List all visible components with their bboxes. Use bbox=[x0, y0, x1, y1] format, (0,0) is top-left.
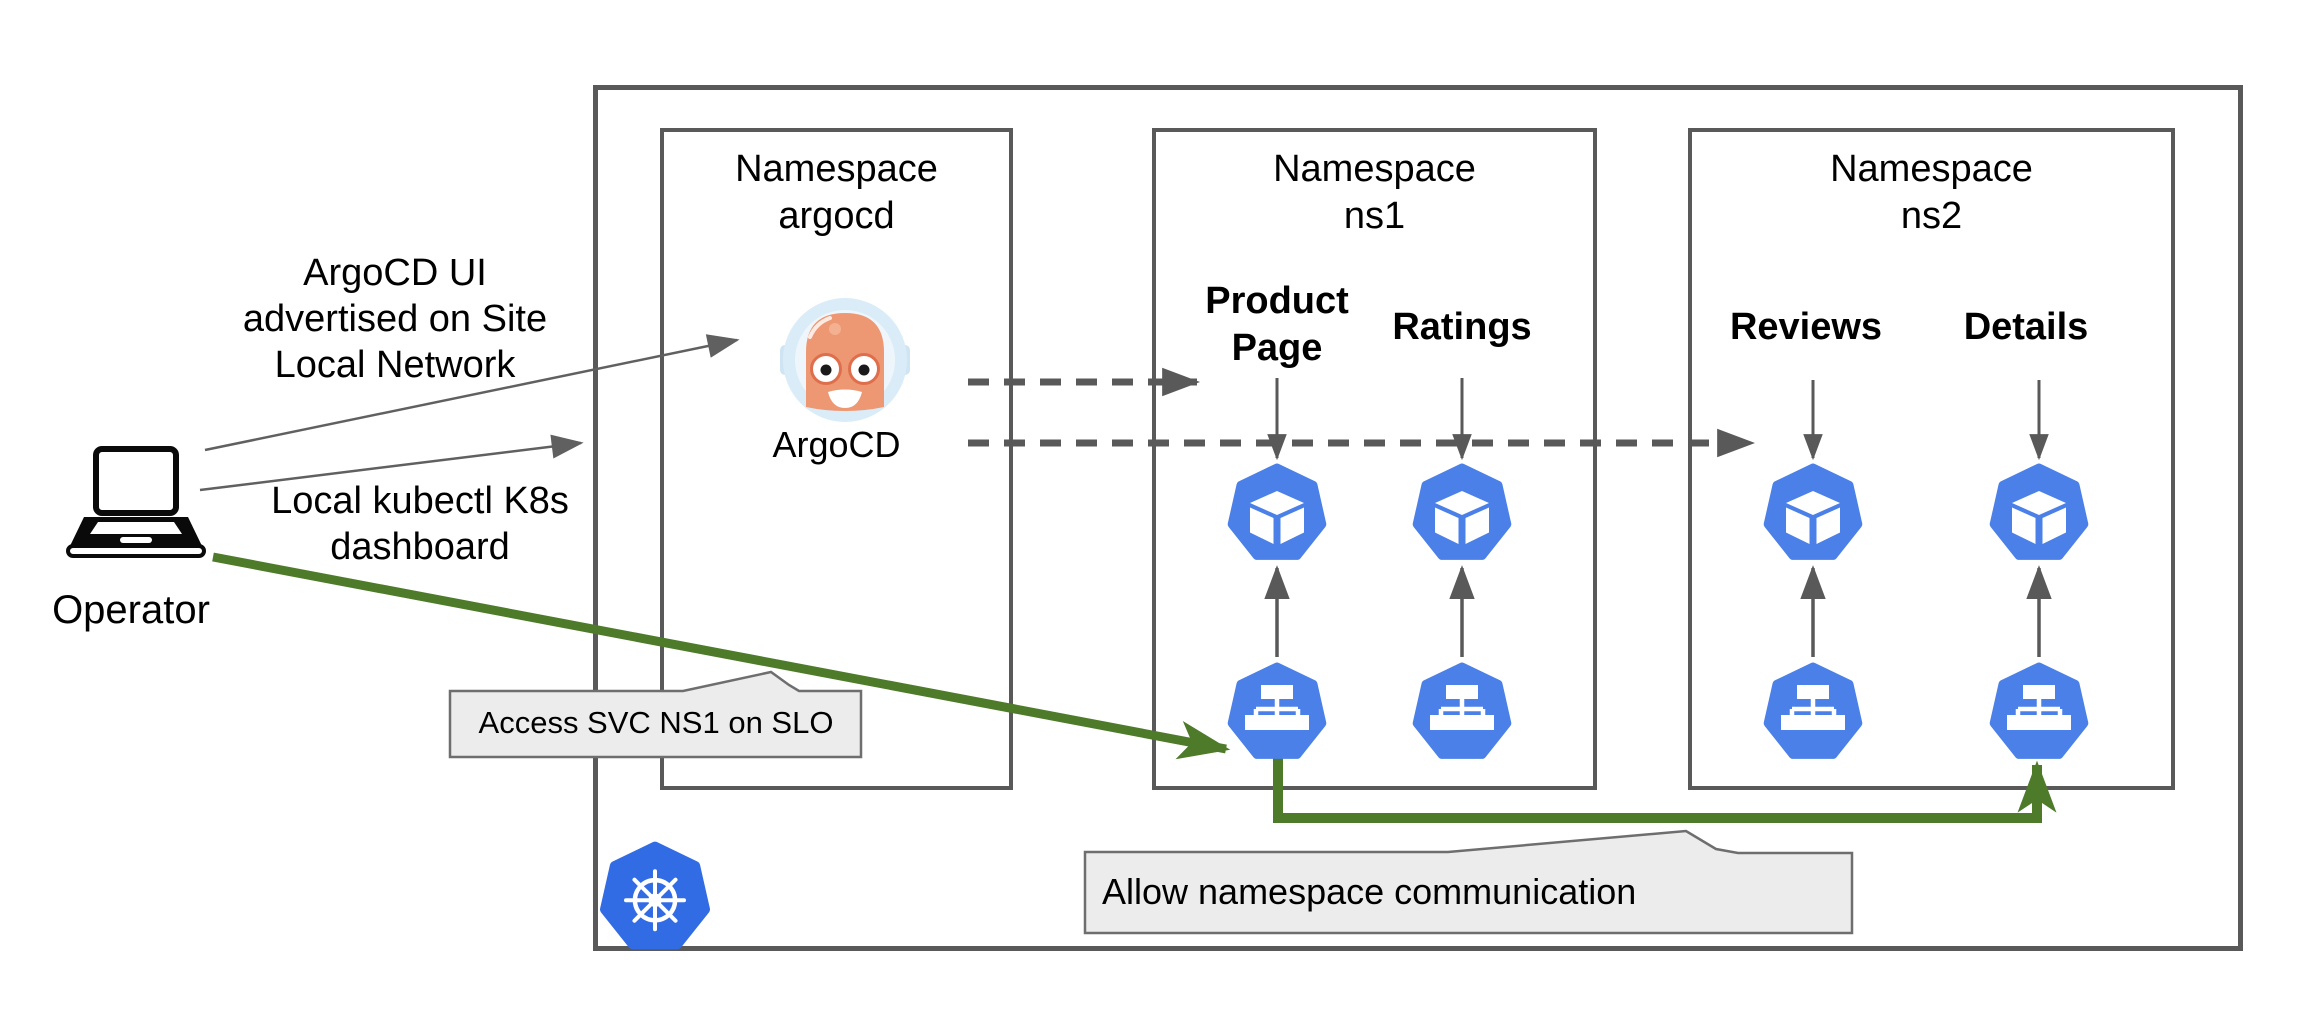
namespace-heading: Namespace bbox=[1830, 148, 2033, 190]
namespace-box-ns1: Namespace ns1 bbox=[1152, 128, 1597, 790]
namespace-title-ns1: Namespace ns1 bbox=[1156, 146, 1593, 240]
pod-icon-details bbox=[1987, 462, 2091, 571]
workload-label-reviews: Reviews bbox=[1729, 306, 1883, 348]
namespace-title-ns2: Namespace ns2 bbox=[1692, 146, 2171, 240]
service-icon-product-page bbox=[1225, 661, 1329, 770]
pod-icon-product-page bbox=[1225, 462, 1329, 571]
pod-icon-ratings bbox=[1410, 462, 1514, 571]
namespace-heading: Namespace bbox=[735, 148, 938, 190]
annotation-argocd-ui: ArgoCD UI advertised on Site Local Netwo… bbox=[242, 252, 548, 386]
laptop-icon bbox=[66, 443, 206, 578]
namespace-name: ns2 bbox=[1900, 195, 1963, 237]
service-icon-ratings bbox=[1410, 661, 1514, 770]
pod-icon-reviews bbox=[1761, 462, 1865, 571]
namespace-name: ns1 bbox=[1343, 195, 1406, 237]
argocd-mascot-icon bbox=[780, 297, 910, 427]
service-icon-details bbox=[1987, 661, 2091, 770]
namespace-heading: Namespace bbox=[1273, 148, 1476, 190]
workload-label-product-page: Product Page bbox=[1205, 280, 1349, 369]
cluster-box bbox=[593, 85, 2243, 951]
namespace-title-argocd: Namespace argocd bbox=[664, 146, 1009, 240]
annotation-kubectl: Local kubectl K8s dashboard bbox=[271, 480, 569, 568]
argocd-label: ArgoCD bbox=[772, 424, 901, 465]
namespace-box-argocd: Namespace argocd ArgoCD bbox=[660, 128, 1013, 790]
workload-label-ratings: Ratings bbox=[1392, 306, 1532, 348]
service-icon-reviews bbox=[1761, 661, 1865, 770]
kubernetes-logo-icon bbox=[597, 840, 713, 961]
namespace-name: argocd bbox=[778, 195, 895, 237]
workload-label-details: Details bbox=[1963, 306, 2089, 348]
operator-label: Operator bbox=[52, 588, 210, 632]
callout-allow-label: Allow namespace communication bbox=[1102, 871, 1637, 912]
callout-access-label: Access SVC NS1 on SLO bbox=[478, 705, 834, 740]
